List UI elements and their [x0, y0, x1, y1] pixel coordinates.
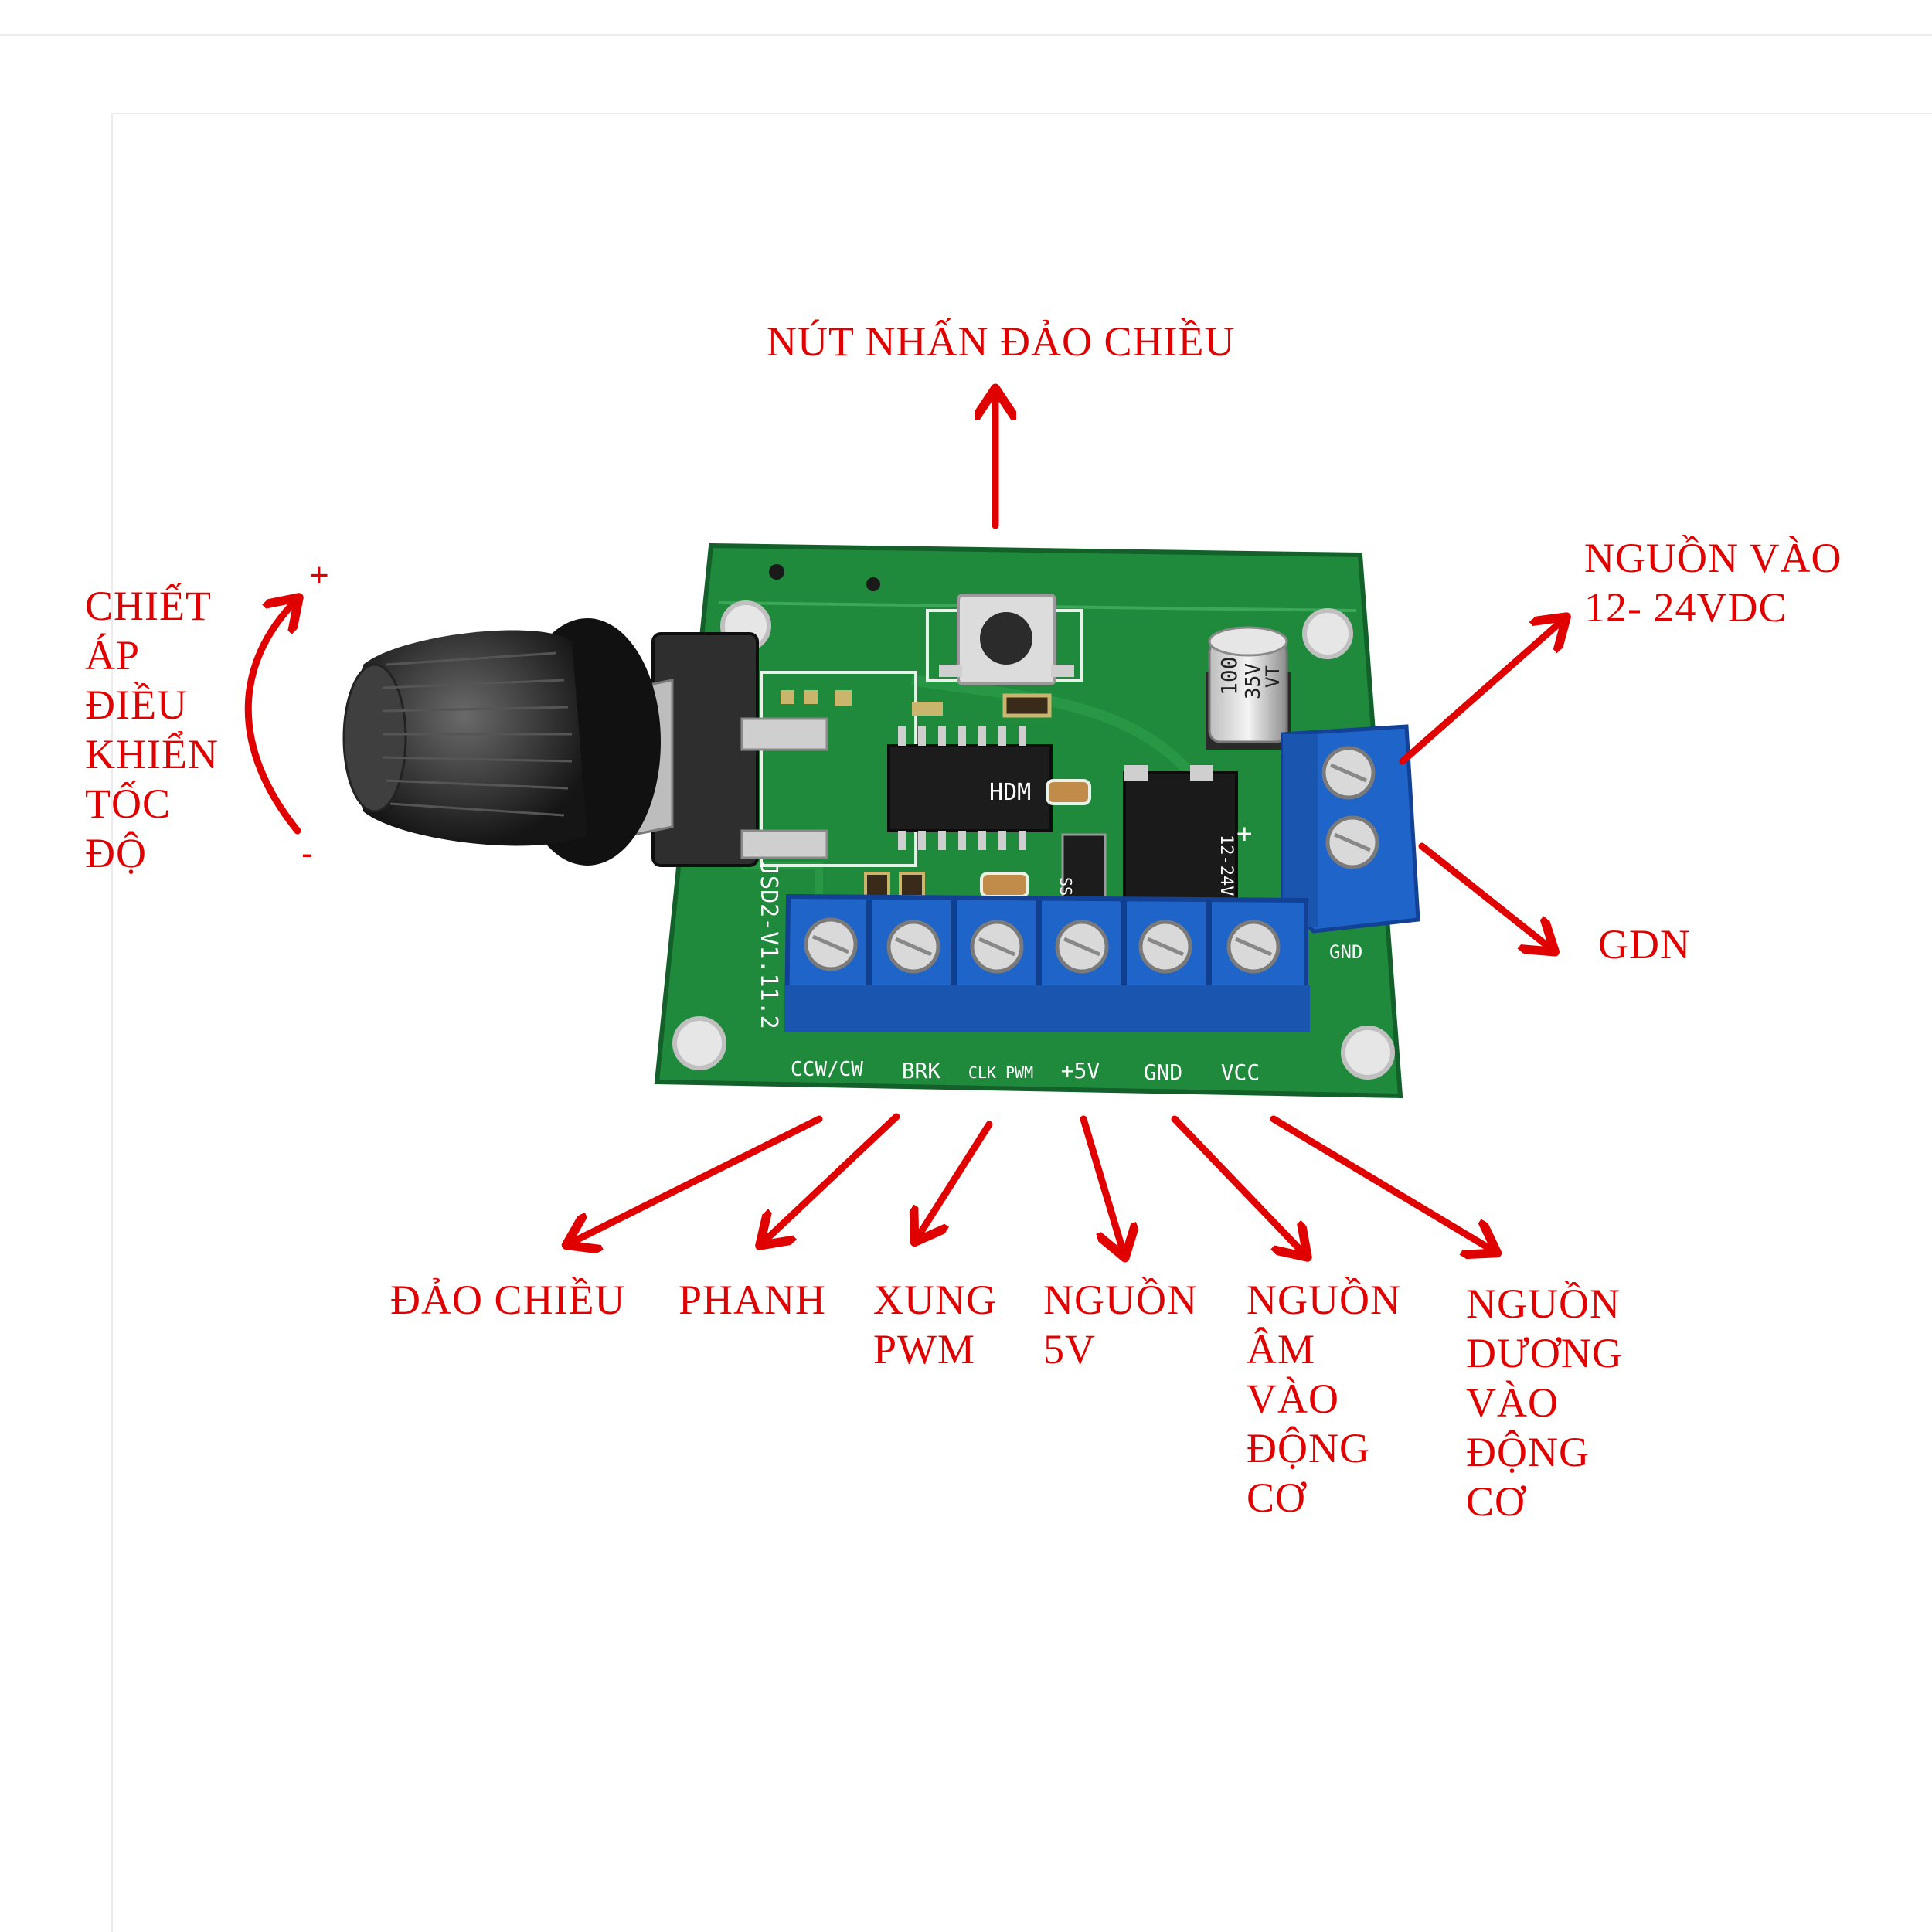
cap-brand: VT [1262, 665, 1284, 688]
arrow-icon [1080, 1115, 1124, 1256]
capacitor: 100 35V VT [1206, 626, 1291, 750]
power-plus-marking: + [1236, 818, 1252, 849]
tactile-button [926, 594, 1083, 685]
arrow-icon [1418, 842, 1553, 951]
power-gnd-marking: GND [1329, 941, 1362, 963]
label-brake: PHANH [679, 1277, 827, 1323]
pin-label-vcc: VCC [1221, 1060, 1260, 1085]
pin-label-5v: +5V [1061, 1058, 1100, 1083]
label-potentiometer: CHIẾT ÁP ĐIỀU KHIỂN TỐC ĐỘ [85, 583, 219, 876]
pin-label-brk: BRK [902, 1058, 941, 1083]
pot-minus-sign: - [301, 835, 313, 872]
board-model-marking: JSD2-V1.11.2 [755, 862, 782, 1029]
label-motor-positive: NGUỒN DƯƠNG VÀO ĐỘNG CƠ [1466, 1281, 1623, 1525]
arrow-icon [568, 1115, 823, 1244]
pin-label-gnd: GND [1144, 1060, 1183, 1085]
label-reverse: ĐẢO CHIỀU [390, 1277, 626, 1323]
label-motor-negative: NGUỒN ÂM VÀO ĐỘNG CƠ [1247, 1277, 1401, 1521]
chip-marking: HDM [989, 779, 1031, 806]
cap-voltage: 35V [1242, 663, 1265, 699]
arrow-icon [1171, 1115, 1306, 1256]
potentiometer-knob [342, 618, 828, 867]
mount-hole [1302, 608, 1353, 659]
power-screw-terminal: GND [1281, 724, 1420, 963]
arrow-icon [916, 1121, 993, 1240]
frame-inner-top-line [111, 113, 1932, 114]
label-power-in: NGUỒN VÀO 12- 24VDC [1584, 535, 1842, 631]
cap-value: 100 [1216, 656, 1242, 696]
mount-hole [1341, 1026, 1395, 1080]
label-reverse-button: NÚT NHẤN ĐẢO CHIỀU [767, 318, 1236, 365]
label-5v: NGUỒN 5V [1043, 1277, 1198, 1372]
power-range-marking: 12-24V [1216, 835, 1236, 896]
main-screw-terminal: CCW/CW BRK CLK PWM +5V GND VCC [784, 893, 1310, 1085]
pin-label-ccw-cw: CCW/CW [791, 1058, 863, 1081]
curved-arrow-icon [244, 599, 298, 835]
pot-plus-sign: + [309, 556, 329, 594]
arrow-icon [1270, 1115, 1495, 1252]
frame-top-line [0, 34, 1932, 36]
label-gnd: GDN [1598, 921, 1691, 968]
arrow-icon [1399, 618, 1565, 765]
pin-label-clk-pwm: CLK PWM [968, 1063, 1033, 1082]
arrow-icon [761, 1113, 900, 1244]
mount-hole [672, 1016, 726, 1070]
label-pwm: XUNG PWM [873, 1277, 997, 1372]
driver-chip: HDM [887, 726, 1053, 850]
frame-inner-left-line [111, 113, 113, 1932]
